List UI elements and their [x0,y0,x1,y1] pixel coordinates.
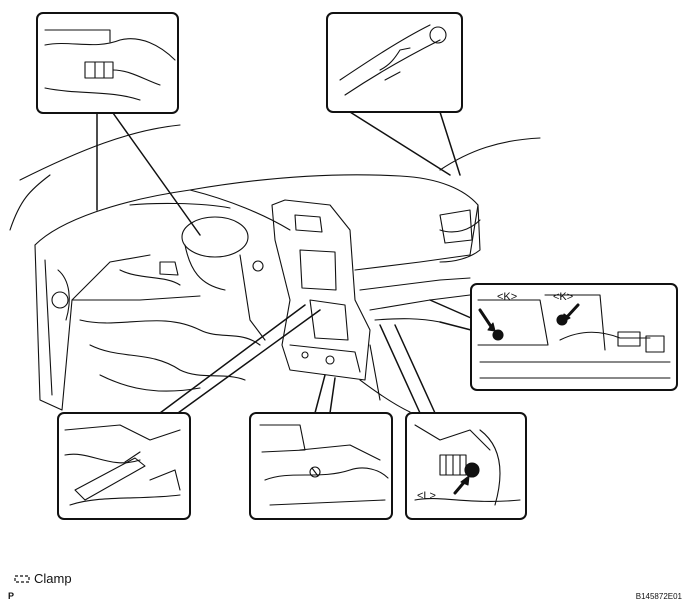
inset-l-connector: <L> [379,324,527,520]
inset-bottom-left [57,304,321,520]
dashboard-illustration [9,124,541,413]
inset-k-clamps: <K> <K> [429,283,678,391]
inset-top-left [36,12,201,236]
figure-code: B145872E01 [635,592,682,601]
callout-l: <L> [417,490,436,502]
legend: Clamp [14,571,72,586]
legend-clamp-label: Clamp [34,571,72,586]
inset-bottom-center [249,374,393,520]
clamp-icon [14,574,30,583]
inset-top-right [326,12,463,176]
page-letter: P [8,591,15,601]
callout-k-left: <K> [497,291,517,303]
callout-k-right: <K> [553,291,573,303]
